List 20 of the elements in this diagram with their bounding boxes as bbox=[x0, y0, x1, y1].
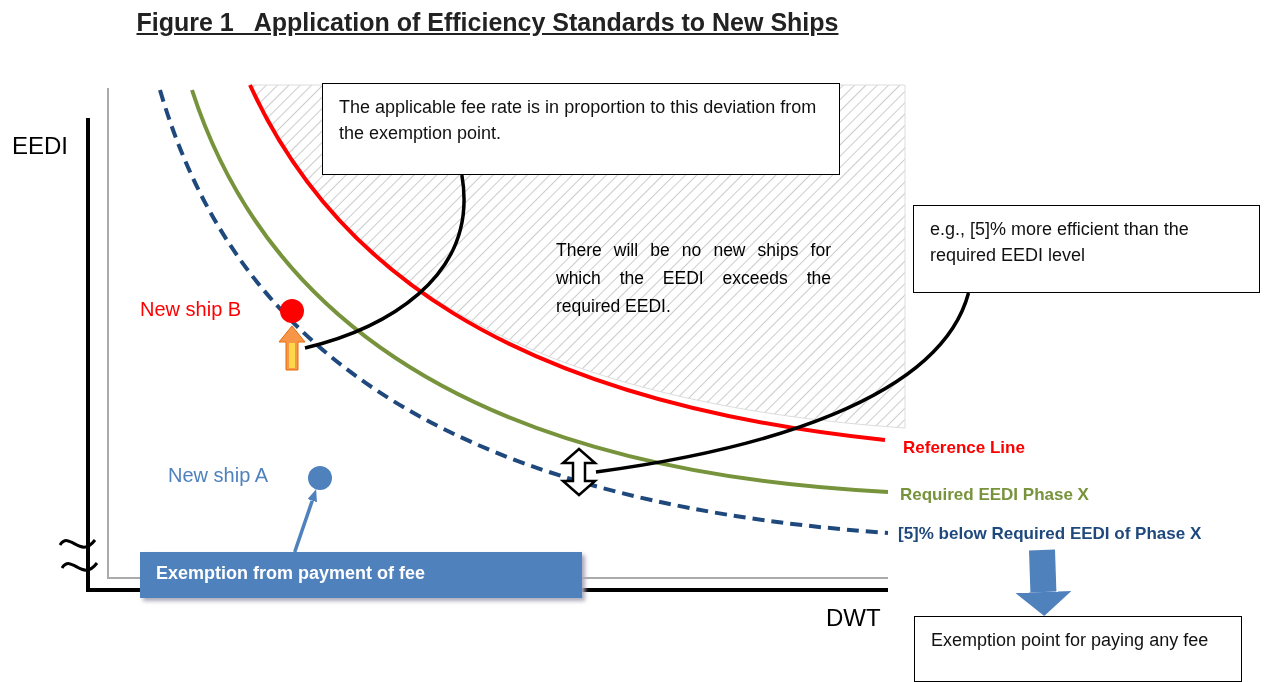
ship-label: New ship B bbox=[140, 298, 242, 321]
callout-box: Exemption point for paying any fee bbox=[914, 616, 1242, 682]
region-note: There will be no new ships for which the EEDI exceeds the required EEDI. bbox=[556, 239, 831, 318]
block-arrow bbox=[1015, 549, 1072, 616]
leader-line bbox=[595, 292, 971, 474]
double-arrow-icon bbox=[559, 447, 599, 497]
callout-box: e.g., [5]% more efficient than the required EEDI level bbox=[913, 205, 1260, 293]
axis-label: DWT bbox=[826, 604, 881, 632]
ship-label: New ship A bbox=[168, 464, 269, 487]
exemption-banner: Exemption from payment of fee bbox=[140, 552, 582, 598]
arrow bbox=[293, 489, 317, 553]
figure-title: Figure 1 Application of Efficiency Standards to New Ships bbox=[136, 8, 839, 36]
up-arrow-icon bbox=[278, 325, 306, 371]
leader-line bbox=[304, 174, 466, 350]
curve-label: [5]% below Required EEDI of Phase X bbox=[898, 524, 1258, 550]
curve-label: Required EEDI Phase X bbox=[900, 485, 1089, 505]
callout-box: The applicable fee rate is in proportion to this deviation from the exemption point. bbox=[322, 83, 840, 175]
axis-label: EEDI bbox=[12, 132, 68, 160]
curve-label: Reference Line bbox=[903, 438, 1025, 458]
ship-marker bbox=[308, 466, 332, 490]
